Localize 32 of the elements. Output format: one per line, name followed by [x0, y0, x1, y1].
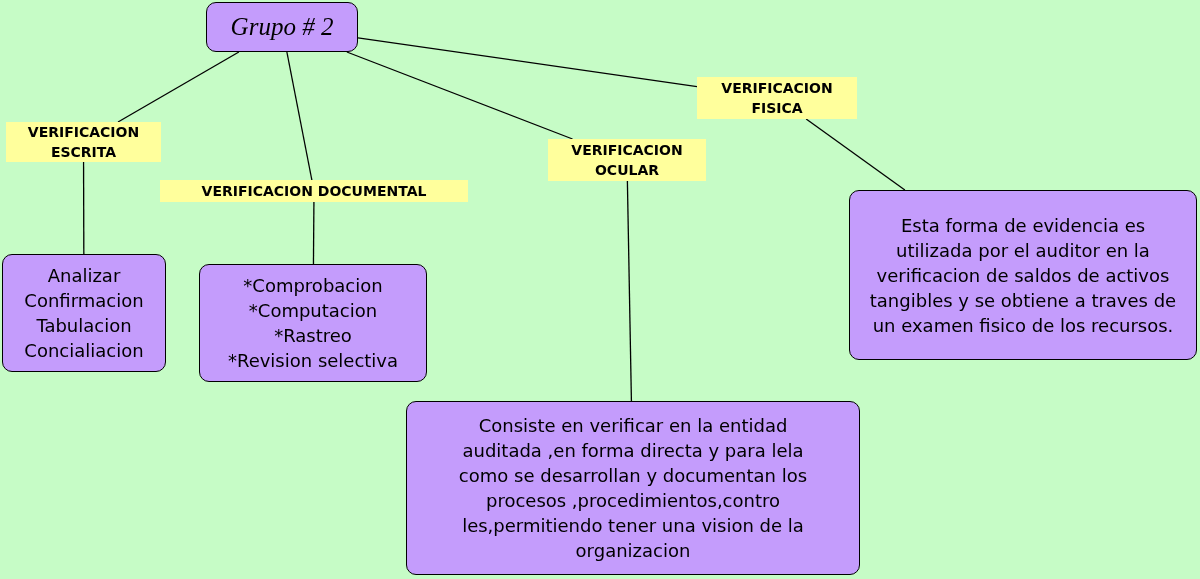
concept-box [199, 264, 427, 382]
topic-box [206, 2, 358, 52]
link-text: VERIFICACION ESCRITA [26, 123, 141, 162]
concept-text: *Rastreo [274, 324, 352, 348]
linking-phrase [6, 122, 161, 162]
link-text: VERIFICACION DOCUMENTAL [201, 182, 427, 201]
link-text: VERIFICACION OCULAR [570, 141, 684, 180]
link-text: VERIFICACION FISICA [720, 79, 834, 118]
concept-text: Confirmacion [24, 289, 144, 313]
connector-line [117, 51, 240, 123]
concept-box [406, 401, 860, 575]
concept-text: Consiste en verificar en la entidad auditada ,en forma directa y para lela como se desarrollan y documentan los procesos ,procedimientos,contro les,permitiendo tener una vision de la organizacion [457, 414, 809, 563]
linking-phrase [160, 180, 468, 202]
concept-text: Analizar [47, 264, 121, 288]
connector-line [286, 51, 313, 181]
topic-text: Grupo # 2 [230, 13, 334, 41]
concept-text: *Computacion [248, 299, 378, 323]
connector-line [357, 37, 698, 88]
concept-box [849, 190, 1197, 360]
connector-line [312, 201, 315, 265]
connector-line [346, 51, 574, 140]
linking-phrase [548, 139, 706, 181]
concept-text: Concialiacion [24, 339, 144, 363]
concept-text: Tabulacion [36, 314, 132, 338]
concept-box [2, 254, 166, 372]
concept-text: Esta forma de evidencia es utilizada por el auditor en la verificacion de saldos de activos tangibles y se obtiene a traves de un examen fisico de los recursos. [868, 213, 1178, 338]
concept-text: *Revision selectiva [227, 349, 399, 373]
linking-phrase [697, 77, 857, 119]
connector-line [82, 161, 85, 255]
connector-line [805, 118, 906, 191]
concept-text: *Comprobacion [243, 274, 383, 298]
connector-line [626, 180, 633, 402]
